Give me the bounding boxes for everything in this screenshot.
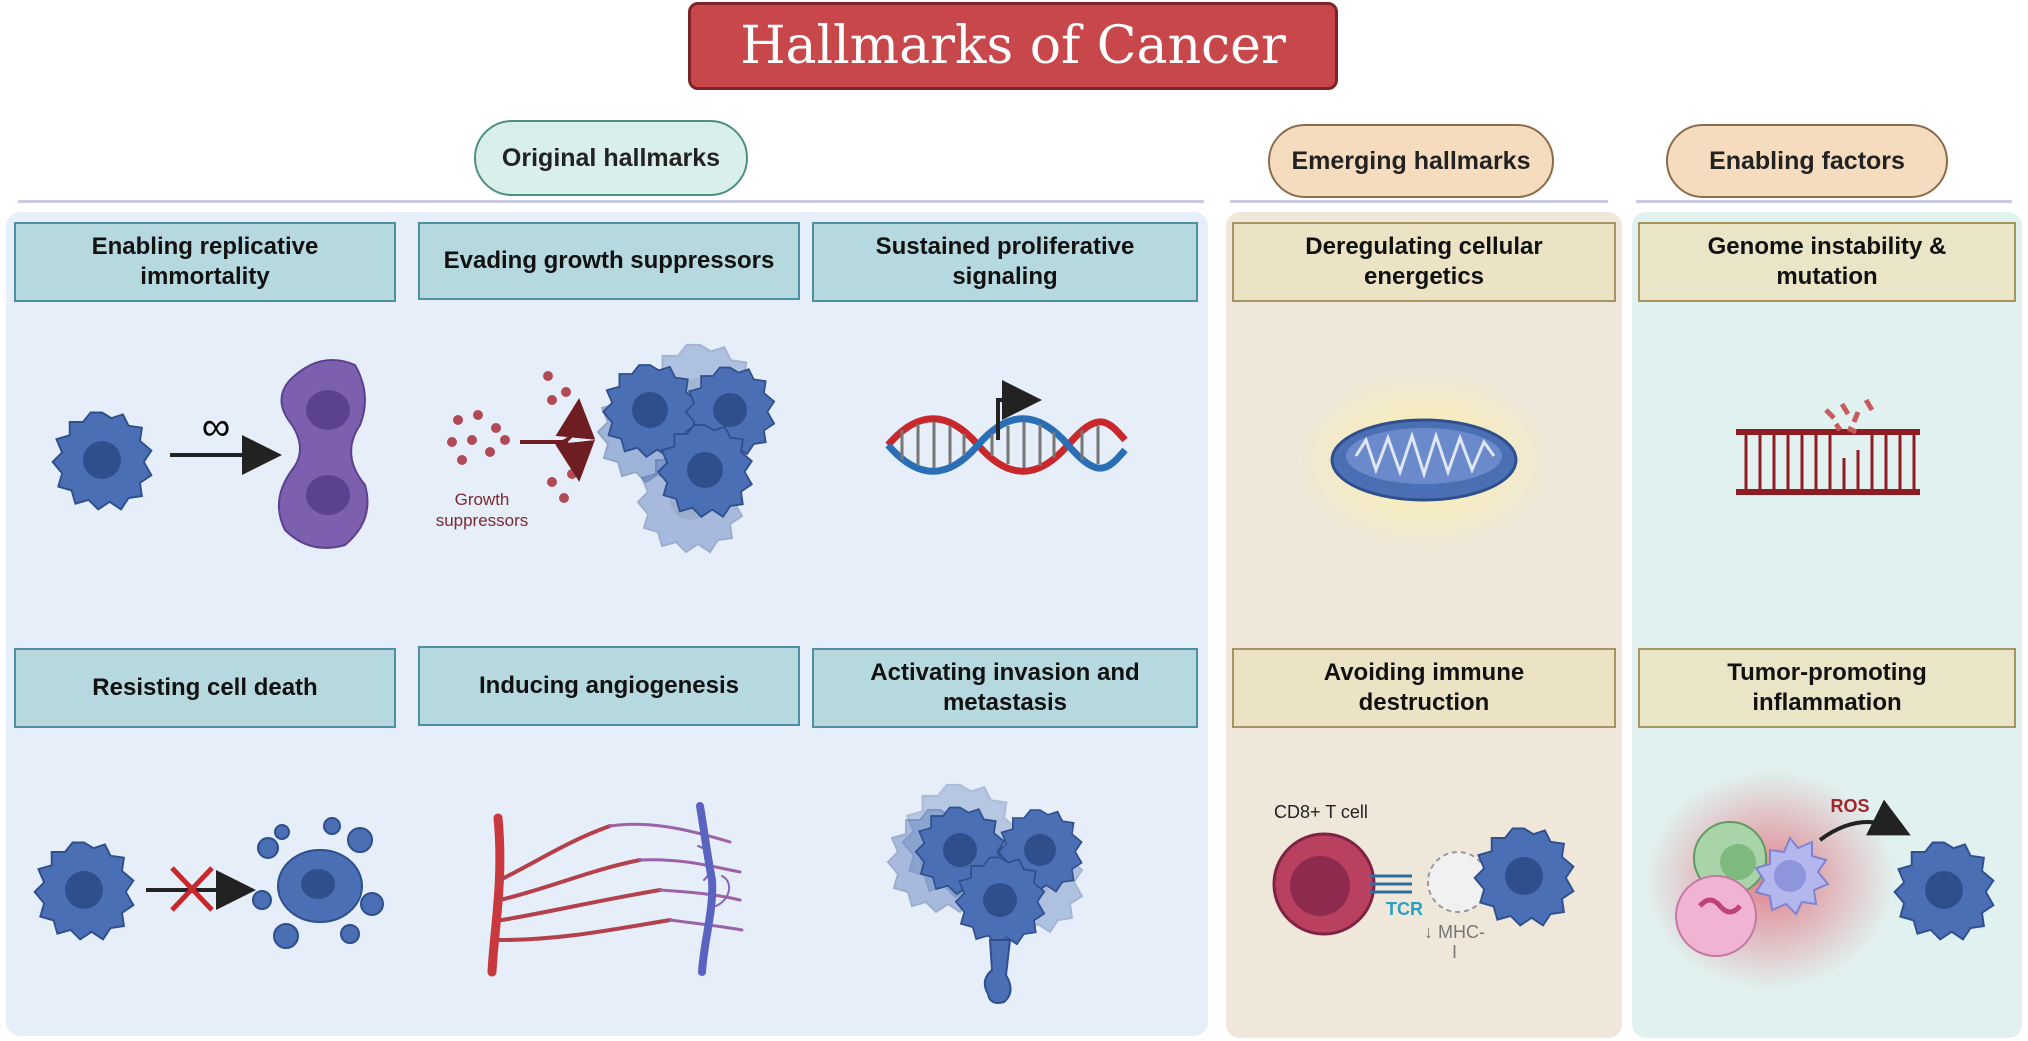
dna-helix-icon — [885, 380, 1128, 475]
label-invasion-metastasis-text: Activating invasion and metastasis — [870, 659, 1140, 716]
deflect-arrow-up — [520, 398, 596, 444]
ros-label: ROS — [1830, 796, 1869, 816]
group-enabling-factors: Enabling factors — [1666, 124, 1948, 198]
immune-cells-icon — [1675, 821, 1830, 957]
label-angiogenesis: Inducing angiogenesis — [418, 646, 800, 726]
divider-emerging — [1230, 200, 1608, 203]
label-replicative-immortality-text: Enabling replicative immortality — [91, 233, 319, 290]
mitochondrion-icon — [1330, 418, 1518, 502]
apoptotic-cell-icon — [252, 817, 384, 949]
blood-vessel-icon — [487, 802, 744, 977]
group-emerging-hallmarks: Emerging hallmarks — [1268, 124, 1554, 198]
page-title: Hallmarks of Cancer — [688, 2, 1338, 90]
label-growth-suppressors: Evading growth suppressors — [418, 222, 800, 300]
label-growth-suppressors-text: Evading growth suppressors — [443, 247, 775, 274]
label-inflammation-text: Tumor-promoting inflammation — [1727, 659, 1927, 716]
cancer-cell-icon — [1893, 841, 1995, 941]
cell-cluster-icon — [597, 343, 776, 553]
label-genome-instability-text: Genome instability & mutation — [1707, 233, 1947, 290]
label-replicative-immortality: Enabling replicative immortality — [14, 222, 396, 302]
divider-original — [18, 200, 1204, 203]
infinity-symbol: ∞ — [202, 405, 231, 449]
label-proliferative-signaling: Sustained proliferative signaling — [812, 222, 1198, 302]
label-genome-instability: Genome instability & mutation — [1638, 222, 2016, 302]
label-cell-death-text: Resisting cell death — [92, 674, 318, 701]
label-proliferative-signaling-text: Sustained proliferative signaling — [875, 233, 1135, 290]
label-inflammation: Tumor-promoting inflammation — [1638, 648, 2016, 728]
growth-suppressor-dots — [447, 371, 577, 503]
growth-suppressors-caption-line1: Growth — [455, 490, 510, 509]
cell-cluster-icon — [887, 783, 1083, 1004]
mhc-label-line2: I — [1452, 942, 1457, 962]
cancer-cell-icon — [33, 841, 135, 941]
damaged-dna-icon — [1736, 398, 1920, 495]
label-immune-destruction-text: Avoiding immune destruction — [1323, 659, 1525, 716]
blocked-cross-icon — [170, 866, 214, 912]
label-immune-destruction: Avoiding immune destruction — [1232, 648, 1616, 728]
group-emerging-label: Emerging hallmarks — [1291, 146, 1531, 175]
deflect-arrow-down — [555, 440, 595, 482]
label-cellular-energetics-text: Deregulating cellular energetics — [1305, 233, 1543, 290]
group-enabling-label: Enabling factors — [1709, 146, 1905, 175]
label-angiogenesis-text: Inducing angiogenesis — [478, 672, 740, 699]
mhc-label-line1: ↓ MHC- — [1424, 922, 1485, 942]
dividing-cell-icon — [277, 359, 369, 549]
tcr-label: TCR — [1386, 899, 1423, 919]
divider-enabling — [1636, 200, 2012, 203]
cancer-cell-icon — [1473, 827, 1575, 927]
t-cell-icon — [1272, 832, 1376, 936]
cancer-cell-icon — [51, 411, 153, 511]
ros-arrow — [1818, 799, 1911, 842]
page-title-text: Hallmarks of Cancer — [740, 16, 1286, 76]
group-original-hallmarks: Original hallmarks — [474, 120, 748, 196]
growth-suppressors-caption-line2: suppressors — [436, 511, 529, 530]
label-invasion-metastasis: Activating invasion and metastasis — [812, 648, 1198, 728]
group-original-label: Original hallmarks — [501, 143, 721, 172]
label-cell-death: Resisting cell death — [14, 648, 396, 728]
tcr-receptor-icon — [1370, 874, 1412, 894]
cd8-t-cell-label: CD8+ T cell — [1274, 802, 1368, 822]
label-cellular-energetics: Deregulating cellular energetics — [1232, 222, 1616, 302]
